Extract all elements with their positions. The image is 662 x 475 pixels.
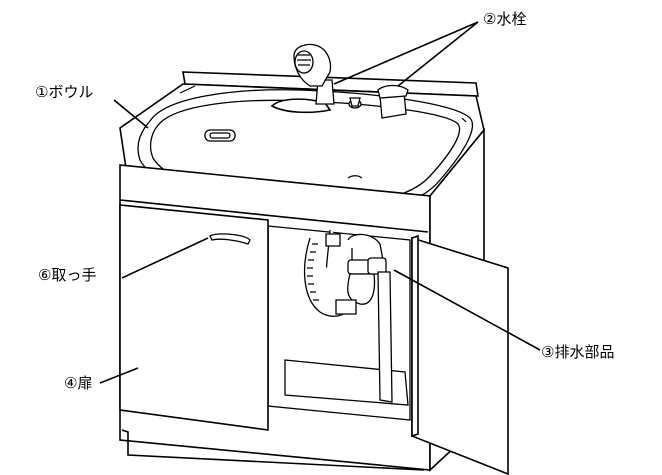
leader-drain — [393, 269, 541, 351]
leader-handle — [121, 237, 209, 279]
label-handle: ⑥取っ手 — [38, 266, 97, 284]
label-bowl: ①ボウル — [35, 83, 94, 101]
label-door: ④扉 — [64, 374, 93, 392]
leader-bowl — [113, 99, 149, 129]
faucet-lever — [348, 84, 409, 119]
faucet-shower — [270, 43, 335, 114]
leader-faucet-lever — [397, 21, 479, 87]
leader-faucet-shower — [333, 21, 479, 85]
leader-lines — [99, 21, 541, 384]
right-door — [411, 234, 509, 475]
label-faucet: ②水栓 — [483, 10, 527, 28]
left-door — [119, 204, 269, 431]
drain-parts — [303, 229, 393, 403]
leader-door — [99, 367, 139, 384]
label-drain: ③排水部品 — [541, 343, 615, 361]
door-handle — [209, 233, 251, 245]
